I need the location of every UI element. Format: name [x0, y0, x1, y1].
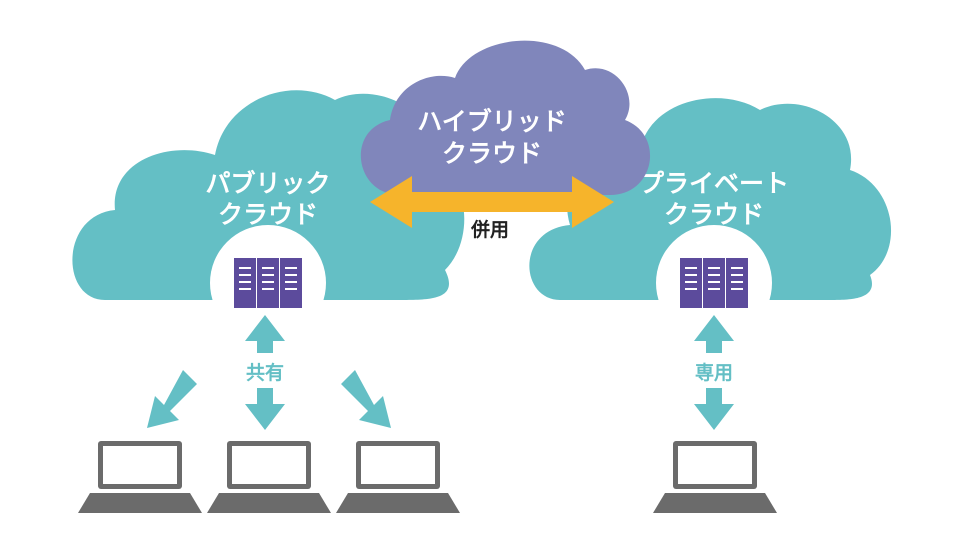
double-arrow-vertical-icon [245, 315, 285, 353]
double-arrow-vertical-icon-bottom [245, 388, 285, 430]
dedicated-link: 専用 [694, 315, 734, 430]
hybrid-cloud-title-line2: クラウド [442, 139, 542, 168]
server-rack-icon [676, 254, 752, 312]
shared-links: 共有 [147, 315, 391, 430]
private-cloud-shape [529, 98, 892, 300]
private-cloud-title-line2: クラウド [664, 200, 764, 229]
private-cloud: プライベート クラウド [529, 98, 892, 341]
arrow-down-right-icon [341, 370, 391, 428]
laptop-icon [336, 441, 460, 513]
laptop-icon [78, 441, 202, 513]
private-cloud-title-line1: プライベート [639, 169, 789, 198]
laptop-icon [207, 441, 331, 513]
double-arrow-horizontal-icon [370, 176, 614, 228]
shared-label: 共有 [246, 361, 284, 384]
hybrid-cloud-shape [360, 40, 651, 196]
dedicated-label: 専用 [695, 362, 733, 384]
public-cloud-title-line2: クラウド [218, 200, 318, 229]
private-laptops [653, 441, 777, 513]
laptop-icon [653, 441, 777, 513]
server-rack-icon [230, 254, 306, 312]
public-laptops [78, 441, 460, 513]
hybrid-link-label: 併用 [470, 218, 509, 241]
double-arrow-vertical-icon [694, 315, 734, 353]
double-arrow-vertical-icon-bottom [694, 388, 734, 430]
hybrid-cloud: ハイブリッド クラウド [360, 40, 651, 196]
hybrid-link: 併用 [370, 176, 614, 241]
public-cloud-title-line1: パブリック [205, 169, 330, 198]
hybrid-cloud-title-line1: ハイブリッド [417, 107, 567, 136]
arrow-down-left-icon [147, 370, 197, 428]
